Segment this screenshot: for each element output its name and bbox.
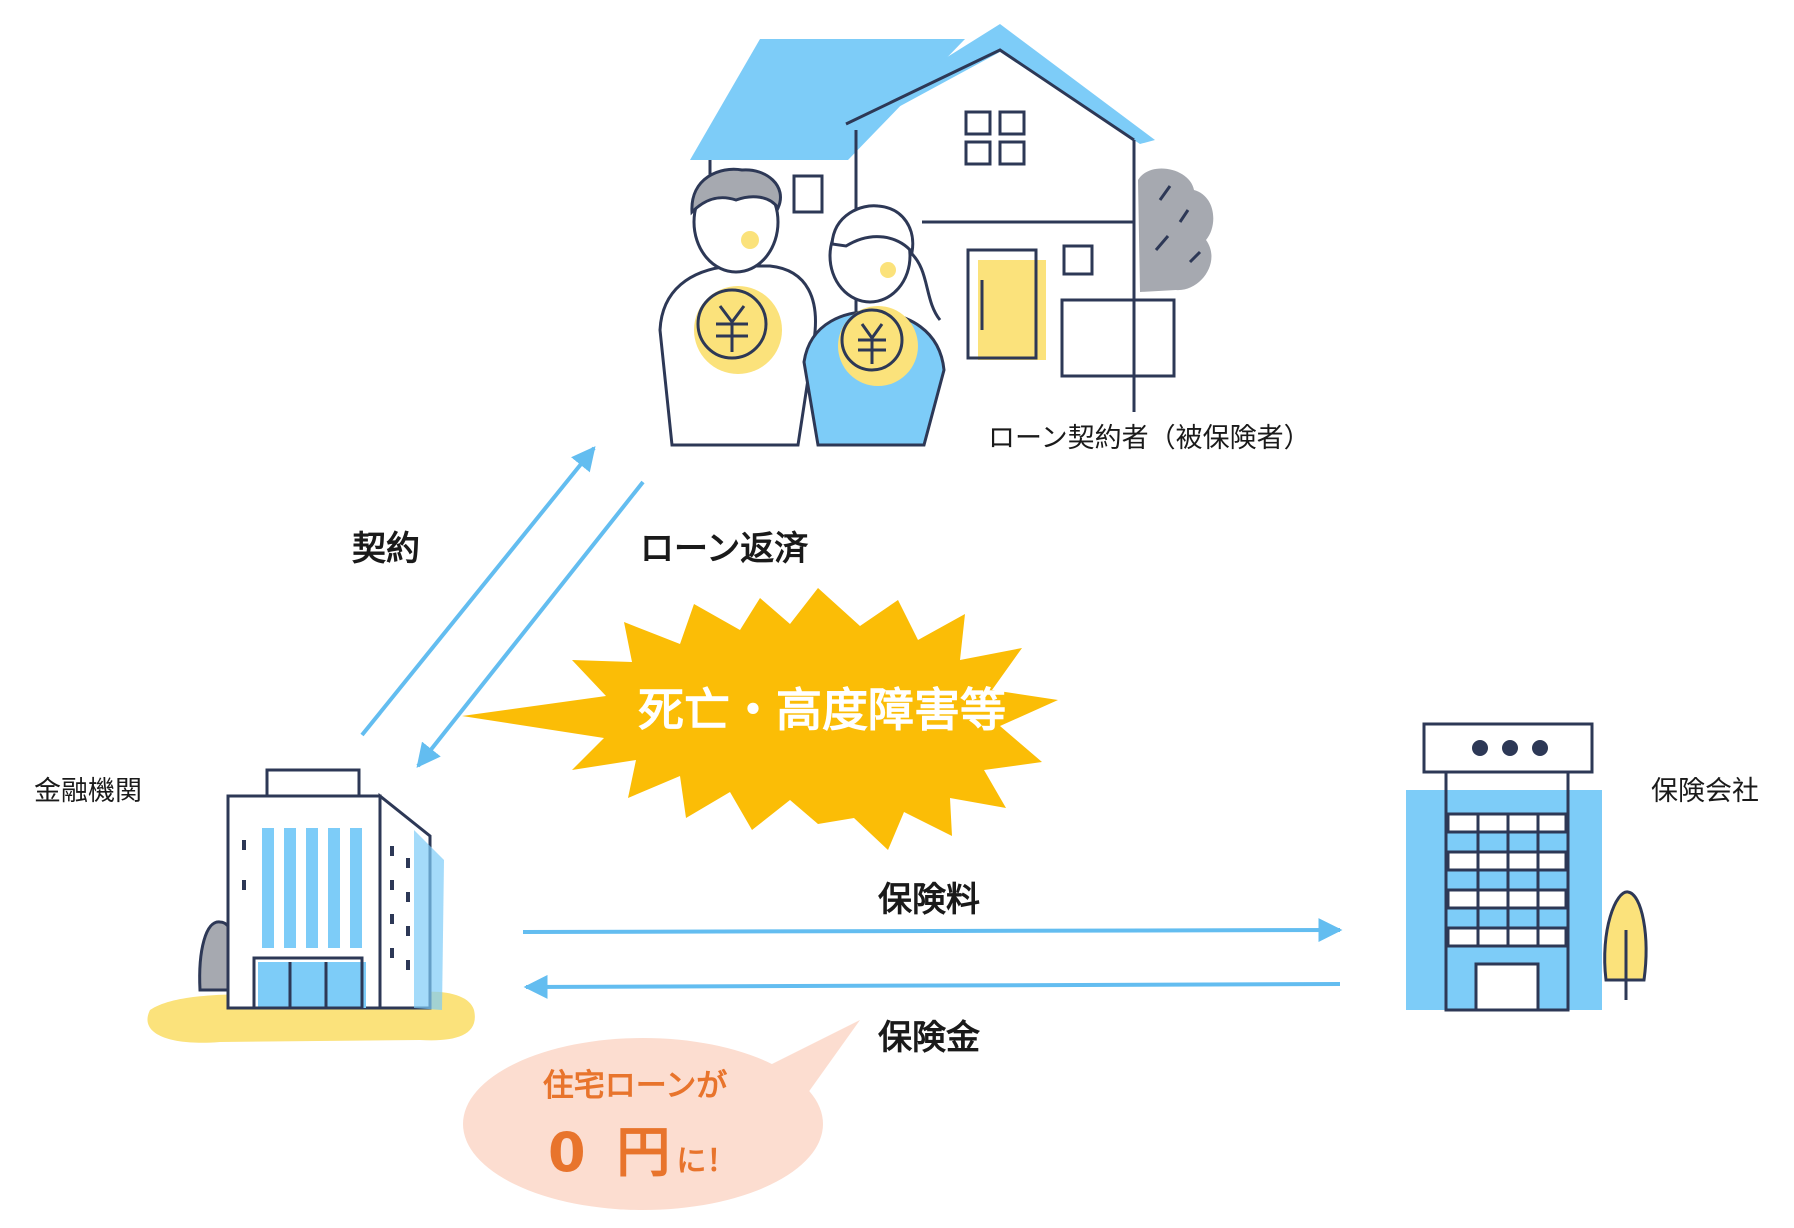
premium-label: 保険料 [878, 880, 980, 920]
result-bubble [463, 1020, 860, 1210]
borrower-label: ローン契約者（被保険者） [988, 423, 1311, 454]
insurer-label: 保険会社 [1651, 776, 1759, 807]
repayment-arrow [416, 480, 645, 768]
result-line2: 0 円に！ [548, 1108, 736, 1187]
contract-label: 契約 [352, 529, 420, 569]
result-suffix: に！ [676, 1144, 737, 1179]
yen-coin-icon [694, 286, 782, 374]
bank-building-icon [147, 768, 475, 1043]
payout-label: 保険金 [878, 1018, 980, 1058]
house-icon [690, 24, 1214, 412]
result-amount: 0 円 [548, 1121, 677, 1184]
contract-arrow [360, 446, 596, 737]
event-burst [462, 588, 1058, 850]
result-line1: 住宅ローンが [542, 1068, 728, 1104]
event-label: 死亡・高度障害等 [638, 683, 1006, 737]
repayment-label: ローン返済 [640, 529, 809, 569]
premium-arrow [522, 918, 1343, 943]
yen-coin-icon [838, 306, 918, 386]
payout-arrow [523, 974, 1341, 999]
bank-label: 金融機関 [34, 776, 142, 807]
insurance-building-icon [1406, 722, 1648, 1012]
